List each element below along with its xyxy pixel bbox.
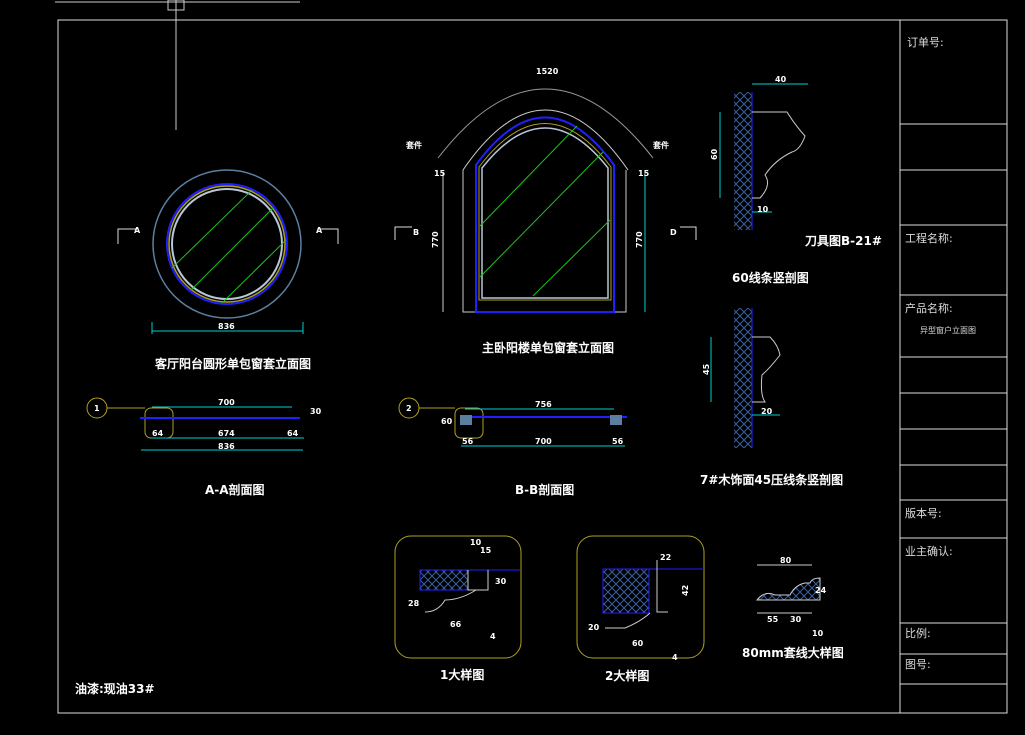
order-no-label: 订单号: [907,36,944,49]
arch-elevation-title: 主卧阳楼单包窗套立面图 [482,340,614,355]
dim-p45-h: 45 [702,363,711,375]
dim-d80-w: 80 [780,556,792,565]
detail-80-drawing [755,564,821,614]
detail-2-drawing [576,535,705,659]
dim-d2-a: 22 [660,553,671,562]
dim-aa-l: 64 [152,429,164,438]
detail-1-title: 1大样图 [440,667,484,682]
profile-60-section [719,83,808,230]
dim-aa-mid: 674 [218,429,235,438]
dim-p60-b: 10 [757,205,769,214]
dim-d80-b: 30 [790,615,802,624]
dim-arch-h-right: 770 [635,231,644,248]
cutter-no: 刀具图B-21# [805,234,882,248]
dim-bb-side: 60 [441,417,453,426]
dim-d1-d: 28 [408,599,420,608]
profile-45-section [710,308,781,448]
profile-45-title: 7#木饰面45压线条竖剖图 [700,472,843,487]
dim-d2-e: 4 [672,653,678,662]
dim-d2-d: 60 [632,639,644,648]
section-marker-b: B [413,228,419,237]
round-elevation-title: 客厅阳台圆形单包窗套立面图 [154,356,311,371]
dim-d80-c: 10 [812,629,824,638]
section-marker-a-right: A [316,226,323,235]
dim-d1-b: 15 [480,546,492,555]
section-marker-d: D [670,228,677,237]
product-name-value: 异型窗户立面图 [920,325,976,335]
dim-aa-r: 64 [287,429,299,438]
drawing-no-label: 图号: [905,658,931,671]
profile-60-title: 60线条竖剖图 [732,270,809,285]
version-label: 版本号: [905,506,942,520]
owner-confirm-label: 业主确认: [905,545,953,558]
dim-p60-h: 60 [710,148,719,160]
section-marker-a-left: A [134,226,141,235]
dim-round-width: 836 [218,322,235,331]
kd-right: 套件 [652,140,669,150]
arch-window-elevation [394,88,697,313]
product-name-label: 产品名称: [905,301,953,315]
dim-d1-c: 30 [495,577,507,586]
section-aa-title: A-A剖面图 [205,482,265,497]
dim-d80-h: 24 [815,586,827,595]
dim-bb-mid: 700 [535,437,552,446]
paint-note: 油漆:现油33# [75,681,155,696]
project-name-label: 工程名称: [905,231,953,245]
section-bb-title: B-B剖面图 [515,482,574,497]
dim-arch-s-right: 15 [638,169,650,178]
dim-arch-s-left: 15 [434,169,446,178]
dim-bb-top: 756 [535,400,552,409]
detail-1-drawing [394,535,522,659]
crosshair-box [167,0,185,11]
title-block [899,20,1007,713]
kd-left: 套件 [405,140,422,150]
dim-arch-top: 1520 [536,67,559,76]
detail-80-title: 80mm套线大样图 [742,645,844,660]
section-bb [398,397,627,447]
detail-marker-2: 2 [406,404,412,413]
dim-aa-side: 30 [310,407,322,416]
dim-d1-e: 66 [450,620,462,629]
detail-2-title: 2大样图 [605,668,649,683]
dim-aa-top: 700 [218,398,235,407]
dim-d80-a: 55 [767,615,779,624]
drawing-frame [57,19,1008,714]
dim-aa-bot: 836 [218,442,235,451]
round-window-elevation [117,169,339,334]
dim-p60-w: 40 [775,75,787,84]
detail-marker-1: 1 [94,404,100,413]
dim-d2-b: 42 [681,585,690,596]
section-aa [86,397,304,451]
dim-d2-c: 20 [588,623,600,632]
dim-bb-r: 56 [612,437,624,446]
dim-arch-h-left: 770 [431,231,440,248]
scale-label: 比例: [905,626,931,640]
dim-bb-l: 56 [462,437,474,446]
dim-d1-f: 4 [490,632,496,641]
dim-p45-b: 20 [761,407,773,416]
dim-d1-a: 10 [470,538,482,547]
